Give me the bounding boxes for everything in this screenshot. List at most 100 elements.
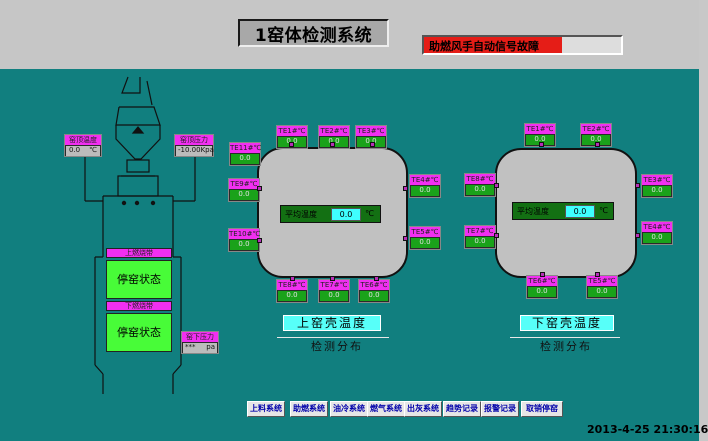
alarm-text: 助燃风手自动信号故障	[429, 40, 539, 53]
sensor-label: TE1#℃	[525, 124, 555, 134]
probe-label: 窑顶压力	[175, 135, 213, 145]
lower-average-temperature: 平均温度 0.0 ℃	[512, 202, 614, 220]
nav-button[interactable]: 上料系统	[247, 401, 285, 417]
sensor-label: TE11#℃	[230, 143, 262, 153]
nav-button[interactable]: 助燃系统	[290, 401, 328, 417]
divider	[277, 337, 389, 338]
sensor-value: 0.0	[582, 135, 610, 145]
sensor-label: TE9#℃	[229, 179, 259, 189]
lower-shell-title[interactable]: 下窑壳温度	[520, 315, 614, 331]
sensor-value: 0.0	[231, 154, 259, 164]
sensor-value: 0.0	[230, 190, 258, 200]
sensor-label: TE6#℃	[527, 276, 557, 286]
probe-unit: ℃	[89, 146, 97, 154]
sensor-label: TE7#℃	[319, 280, 349, 290]
average-value: 0.0	[565, 205, 595, 218]
top-bar: 1窑体检测系统 助燃风手自动信号故障	[0, 0, 699, 69]
sensor-connector	[257, 238, 262, 243]
sensor-value: 0.0	[466, 185, 494, 195]
probe-label: 窑顶温度	[65, 135, 101, 145]
probe-unit: Kpa	[200, 146, 214, 154]
sensor-value: 0.0	[528, 287, 556, 297]
nav-button[interactable]: 油冷系统	[330, 401, 368, 417]
sensor-connector	[370, 142, 375, 147]
upper-distribution-link[interactable]: 检测分布	[311, 340, 363, 353]
nav-button[interactable]: 取销停窑	[521, 401, 563, 417]
sensor-value: 0.0	[643, 233, 671, 243]
sensor-label: TE3#℃	[356, 126, 386, 136]
sensor-value: 0.0	[278, 291, 306, 301]
sensor-connector	[494, 183, 499, 188]
sensor-label: TE5#℃	[410, 227, 440, 237]
sensor-label: TE2#℃	[319, 126, 349, 136]
lower-burning-zone-label: 下燃烧带	[106, 301, 172, 311]
nav-button[interactable]: 出灰系统	[404, 401, 442, 417]
nav-button[interactable]: 燃气系统	[367, 401, 405, 417]
sensor-label: TE4#℃	[642, 222, 672, 232]
sensor-connector	[257, 186, 262, 191]
sensor-label: TE10#℃	[229, 229, 261, 239]
average-label: 平均温度	[517, 207, 549, 216]
sensor-value: 0.0	[411, 186, 439, 196]
sensor-label: TE6#℃	[359, 280, 389, 290]
sensor-value: 0.0	[588, 287, 616, 297]
sensor-value: 0.0	[466, 237, 494, 247]
probe-unit: pa	[206, 343, 215, 351]
nav-button[interactable]: 趋势记录	[443, 401, 481, 417]
sensor-label: TE8#℃	[465, 174, 495, 184]
nav-button[interactable]: 报警记录	[481, 401, 519, 417]
probe-value: -10.00	[178, 146, 201, 154]
probe-value: ***	[185, 343, 196, 351]
sensor-label: TE7#℃	[465, 226, 495, 236]
timestamp: 2013-4-25 21:30:16	[587, 423, 708, 436]
sensor-label: TE3#℃	[642, 175, 672, 185]
sensor-value: 0.0	[320, 291, 348, 301]
sensor-value: 0.0	[230, 240, 258, 250]
sensor-label: TE4#℃	[410, 175, 440, 185]
average-value: 0.0	[331, 208, 361, 221]
sensor-label: TE5#℃	[587, 276, 617, 286]
kiln-lower-pressure-probe[interactable]: 窑下压力 *** pa	[181, 331, 219, 354]
sensor-connector	[330, 276, 335, 281]
sensor-label: TE2#℃	[581, 124, 611, 134]
sensor-label: TE8#℃	[277, 280, 307, 290]
sensor-connector	[403, 236, 408, 241]
alarm-status-bar[interactable]: 助燃风手自动信号故障	[422, 35, 623, 55]
sensor-connector	[289, 142, 294, 147]
sensor-connector	[494, 233, 499, 238]
average-unit: ℃	[599, 206, 608, 215]
probe-label: 窑下压力	[182, 332, 218, 342]
sensor-connector	[595, 142, 600, 147]
upper-burning-zone-label: 上燃烧带	[106, 248, 172, 258]
upper-shell-title[interactable]: 上窑壳温度	[283, 315, 381, 331]
probe-value: 0.0	[69, 146, 81, 154]
sensor-connector	[403, 186, 408, 191]
bottom-bar	[0, 425, 699, 441]
page-title: 1窑体检测系统	[238, 19, 389, 47]
sensor-value: 0.0	[411, 238, 439, 248]
sensor-connector	[540, 272, 545, 277]
sensor-label: TE1#℃	[277, 126, 307, 136]
sensor-connector	[595, 272, 600, 277]
lower-distribution-link[interactable]: 检测分布	[540, 340, 592, 353]
upper-kiln-state: 停窑状态	[106, 260, 172, 299]
kiln-top-pressure-probe[interactable]: 窑顶压力 -10.00 Kpa	[174, 134, 214, 157]
sensor-value: 0.0	[360, 291, 388, 301]
average-unit: ℃	[365, 209, 374, 218]
kiln-top-temperature-probe[interactable]: 窑顶温度 0.0 ℃	[64, 134, 102, 157]
